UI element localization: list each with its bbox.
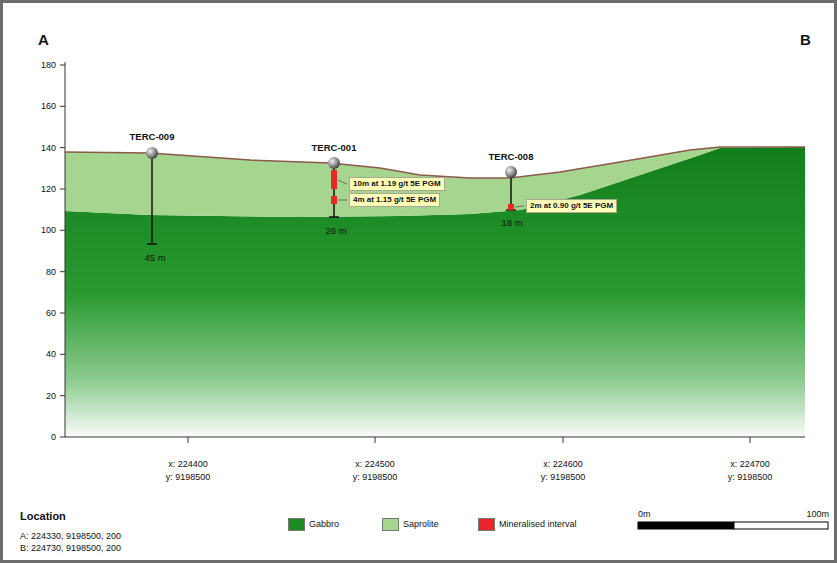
- assay-callout: 10m at 1.19 g/t 5E PGM: [349, 177, 445, 190]
- northing: y: 9198500: [353, 472, 398, 482]
- drill-holes: [147, 153, 516, 244]
- axis-tick: 160: [41, 101, 56, 111]
- hole-depth: 45 m: [144, 253, 165, 264]
- northing: y: 9198500: [166, 472, 211, 482]
- axes: [60, 62, 805, 443]
- hole-name: TERC-008: [489, 152, 534, 163]
- easting: x: 224700: [730, 459, 770, 469]
- axis-tick: 120: [41, 184, 56, 194]
- hole-name: TERC-001: [312, 143, 357, 154]
- northing: y: 9198500: [728, 472, 773, 482]
- axis-tick: 20: [46, 391, 56, 401]
- location-coordinate: A: 224330, 9198500, 200: [20, 531, 121, 541]
- axis-tick: 100: [41, 225, 56, 235]
- scale-label: 100m: [806, 509, 829, 519]
- easting: x: 224400: [168, 459, 208, 469]
- axis-tick: 180: [41, 60, 56, 70]
- assay-callout: 4m at 1.15 g/t 5E PGM: [349, 193, 440, 206]
- mineralised-intervals: [331, 170, 514, 210]
- hole-depth: 18 m: [501, 218, 522, 229]
- leader-lines: [338, 180, 524, 207]
- surface-line: [65, 147, 805, 178]
- axis-tick: 0: [51, 432, 56, 442]
- section-end: B: [800, 31, 811, 48]
- location-coordinate: B: 224730, 9198500, 200: [20, 543, 121, 553]
- legend-text: Gabbro: [309, 519, 339, 529]
- legend-swatch: [478, 518, 495, 531]
- easting: x: 224600: [543, 459, 583, 469]
- assay-text: 10m at 1.19 g/t 5E PGM: [353, 179, 441, 188]
- section-end: A: [38, 31, 49, 48]
- axis-tick: 140: [41, 142, 56, 152]
- legend-swatch: [288, 518, 305, 531]
- axis-tick: 60: [46, 308, 56, 318]
- legend-text: Saprolite: [403, 519, 439, 529]
- legend-text: Mineralised interval: [499, 519, 577, 529]
- legend-swatch: [382, 518, 399, 531]
- scale-label: 0m: [638, 509, 651, 519]
- saprolite-layer: [65, 147, 805, 217]
- axis-tick: 80: [46, 267, 56, 277]
- assay-callout: 2m at 0.90 g/t 5E PGM: [526, 199, 617, 212]
- assay-text: 2m at 0.90 g/t 5E PGM: [530, 201, 613, 210]
- location-heading: Location: [20, 510, 66, 523]
- northing: y: 9198500: [541, 472, 586, 482]
- gabbro-body: [65, 147, 805, 437]
- axis-tick: 40: [46, 349, 56, 359]
- assay-text: 4m at 1.15 g/t 5E PGM: [353, 195, 436, 204]
- hole-depth: 26 m: [325, 226, 346, 237]
- easting: x: 224500: [355, 459, 395, 469]
- scale-bar: [638, 522, 828, 529]
- hole-name: TERC-009: [130, 132, 175, 143]
